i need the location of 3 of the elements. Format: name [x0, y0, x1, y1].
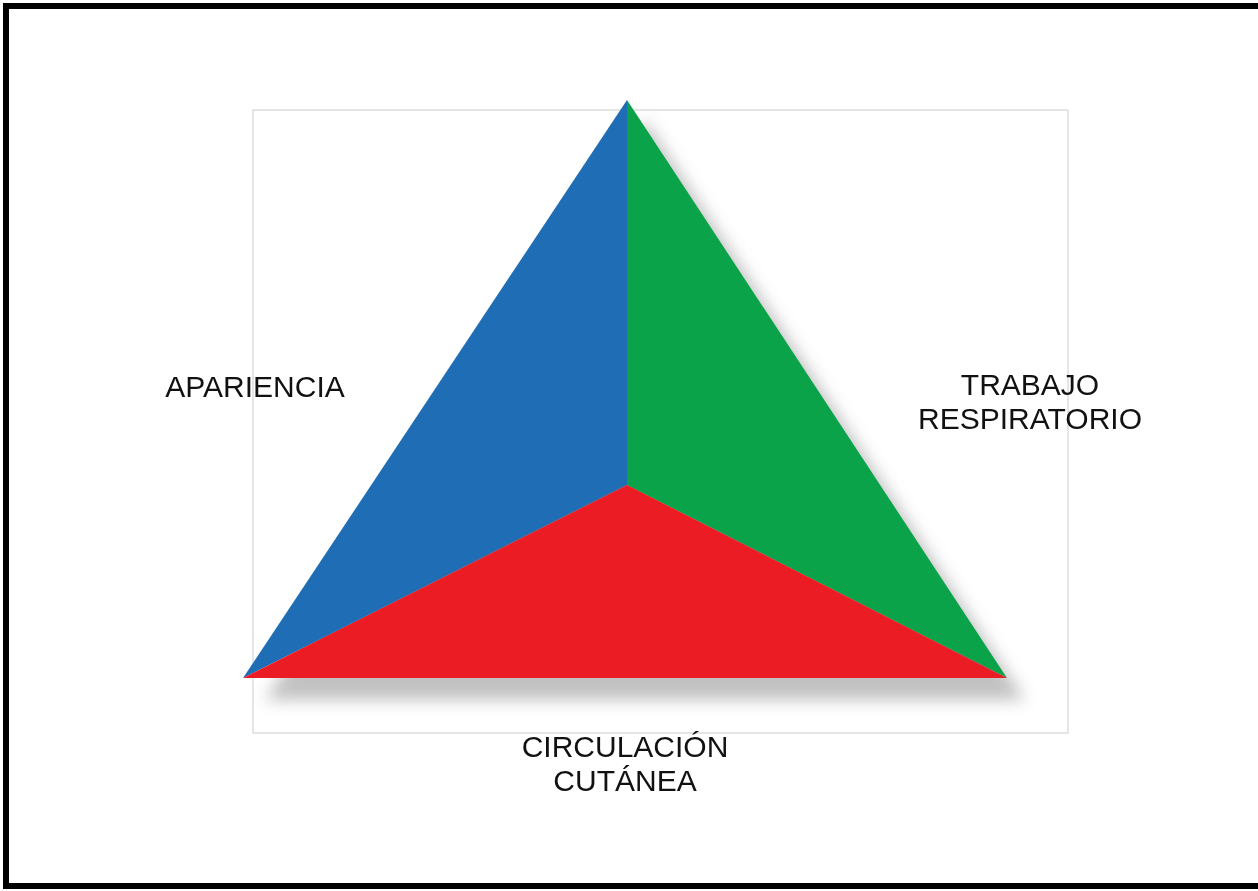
- side-label: APARIENCIA: [164, 370, 346, 404]
- side-label: TRABAJO RESPIRATORIO: [917, 368, 1143, 436]
- side-label: CIRCULACIÓN CUTÁNEA: [520, 730, 730, 798]
